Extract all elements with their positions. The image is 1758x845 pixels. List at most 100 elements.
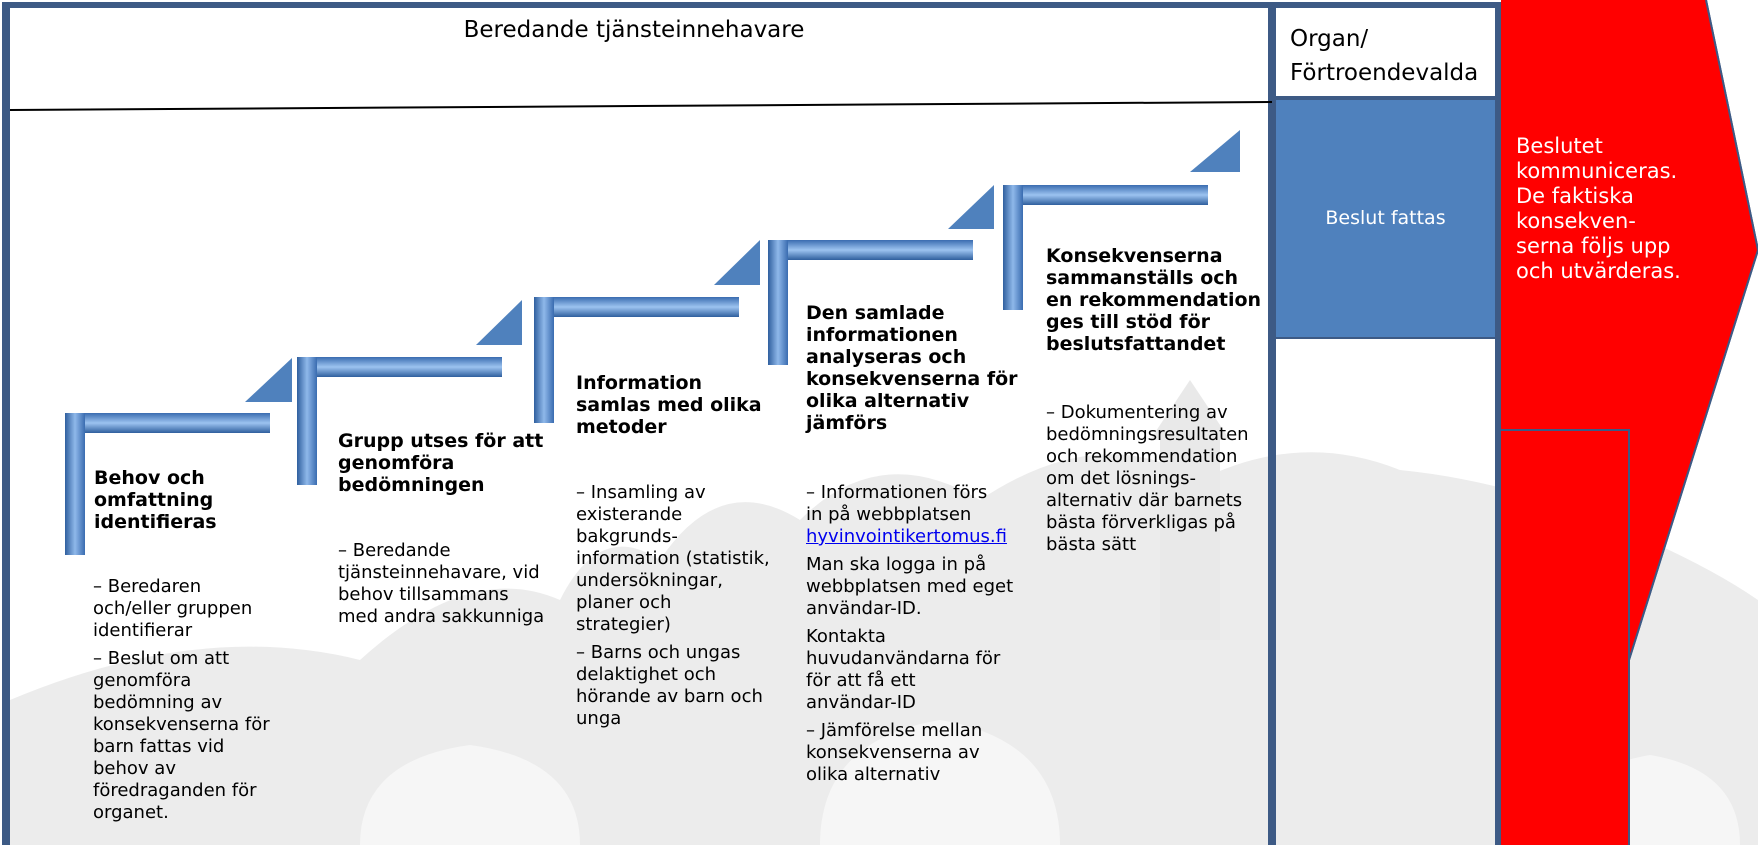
- step-title-line: genomföra: [338, 452, 455, 474]
- text-line: för att få ett: [806, 670, 916, 691]
- text-line: bedömning av: [93, 692, 223, 713]
- text-line: tjänsteinnehavare, vid: [338, 562, 540, 583]
- text-line: existerande: [576, 504, 683, 525]
- step-title-line: beslutsfattandet: [1046, 333, 1226, 355]
- header-title: Beredande tjänsteinnehavare: [463, 17, 805, 43]
- step-connector-1: [65, 358, 292, 555]
- step-connector-5: [1003, 130, 1240, 310]
- text-line: bakgrunds-: [576, 526, 678, 547]
- step-1-paragraph: – Beredaren och/eller gruppen identifier…: [93, 576, 283, 642]
- frame-top-border: [2, 2, 1632, 8]
- decision-box: Beslut fattas: [1276, 96, 1495, 339]
- text-line: bästa förverkligas på: [1046, 512, 1236, 533]
- frame-left-border: [2, 2, 10, 845]
- column-divider-right: [1495, 2, 1501, 845]
- text-line: webbplatsen med eget: [806, 576, 1014, 597]
- step-title-line: en rekommendation: [1046, 289, 1262, 311]
- text-line: föredraganden för: [93, 780, 257, 801]
- text-line: användar-ID: [806, 692, 916, 713]
- text-line: behov tillsammans: [338, 584, 509, 605]
- step-5-title: Konsekvenserna sammanställs och en rekom…: [1046, 245, 1261, 355]
- text-line: – Beredaren: [93, 576, 202, 597]
- text-line: bedömningsresultaten: [1046, 424, 1249, 445]
- arrow-text-line: konsekven-: [1516, 209, 1636, 233]
- text-line: och/eller gruppen: [93, 598, 253, 619]
- organ-title-line: Förtroendevalda: [1290, 60, 1479, 86]
- text-line: unga: [576, 708, 622, 729]
- website-link[interactable]: hyvinvointikertomus.fi: [806, 526, 1007, 547]
- text-line: information (statistik,: [576, 548, 770, 569]
- step-title-line: omfattning: [94, 489, 214, 511]
- text-line: – Informationen förs: [806, 482, 988, 503]
- arrow-text: Beslutet kommuniceras. De faktiska konse…: [1516, 134, 1681, 284]
- step-title-line: ges till stöd för: [1046, 311, 1210, 333]
- organ-column-title: Organ/ Förtroendevalda: [1290, 22, 1478, 90]
- text-line: strategier): [576, 614, 671, 635]
- step-title-line: Grupp utses för att: [338, 430, 544, 452]
- text-line: konsekvenserna för: [93, 714, 270, 735]
- text-line: Man ska logga in på: [806, 554, 987, 575]
- text-line: huvudanvändarna för: [806, 648, 1001, 669]
- arrow-text-line: kommuniceras.: [1516, 159, 1678, 183]
- arrow-text-line: Beslutet: [1516, 134, 1603, 158]
- step-title-line: metoder: [576, 416, 667, 438]
- step-5-paragraph: – Dokumentering av bedömningsresultaten …: [1046, 402, 1266, 556]
- step-4-paragraph: – Jämförelse mellan konsekvenserna av ol…: [806, 720, 1036, 786]
- text-line: – Beredande: [338, 540, 451, 561]
- text-line: användar-ID.: [806, 598, 922, 619]
- step-3-paragraph: – Insamling av existerande bakgrunds- in…: [576, 482, 796, 636]
- text-line: och rekommendation: [1046, 446, 1238, 467]
- staircase-steps: [65, 130, 1240, 555]
- text-line: delaktighet och: [576, 664, 717, 685]
- text-line: olika alternativ: [806, 764, 941, 785]
- arrow-text-line: och utvärderas.: [1516, 259, 1681, 283]
- text-line: barn fattas vid: [93, 736, 225, 757]
- step-title-line: jämförs: [806, 412, 888, 434]
- step-title-line: Behov och: [94, 467, 205, 489]
- text-line: behov av: [93, 758, 176, 779]
- arrow-shape: [1501, 0, 1758, 845]
- text-line: in på webbplatsen: [806, 504, 972, 525]
- arrow-text-line: De faktiska: [1516, 184, 1634, 208]
- step-3-title: Information samlas med olika metoder: [576, 372, 762, 438]
- text-line: hörande av barn och: [576, 686, 763, 707]
- text-line: om det lösnings-: [1046, 468, 1197, 489]
- step-3-paragraph: – Barns och ungas delaktighet och hörand…: [576, 642, 796, 730]
- step-4-paragraph: Kontakta huvudanvändarna för för att få …: [806, 626, 1036, 714]
- step-4-title: Den samlade informationen analyseras och…: [806, 302, 1018, 434]
- decision-label: Beslut fattas: [1325, 207, 1446, 229]
- step-title-line: analyseras och: [806, 346, 967, 368]
- step-title-line: Konsekvenserna: [1046, 245, 1223, 267]
- step-1-paragraph: – Beslut om att genomföra bedömning av k…: [93, 648, 283, 824]
- step-title-line: samlas med olika: [576, 394, 762, 416]
- step-connector-2: [297, 300, 522, 485]
- step-5-body: – Dokumentering av bedömningsresultaten …: [1046, 402, 1266, 562]
- text-line: konsekvenserna av: [806, 742, 980, 763]
- text-line: undersökningar,: [576, 570, 723, 591]
- step-title-line: informationen: [806, 324, 958, 346]
- text-line: – Dokumentering av: [1046, 402, 1228, 423]
- text-line: bästa sätt: [1046, 534, 1137, 555]
- step-title-line: sammanställs och: [1046, 267, 1239, 289]
- text-line: – Insamling av: [576, 482, 706, 503]
- text-line: med andra sakkunniga: [338, 606, 545, 627]
- step-title-line: konsekvenserna för: [806, 368, 1018, 390]
- step-title-line: bedömningen: [338, 474, 485, 496]
- text-line: – Jämförelse mellan: [806, 720, 983, 741]
- step-4-paragraph: Man ska logga in på webbplatsen med eget…: [806, 554, 1036, 620]
- text-line: – Barns och ungas: [576, 642, 741, 663]
- text-line: Kontakta: [806, 626, 886, 647]
- text-line: planer och: [576, 592, 672, 613]
- step-connector-4: [768, 185, 994, 365]
- step-connector-3: [534, 240, 760, 423]
- text-line: alternativ där barnets: [1046, 490, 1243, 511]
- step-title-line: olika alternativ: [806, 390, 970, 412]
- step-2-paragraph: – Beredande tjänsteinnehavare, vid behov…: [338, 540, 563, 628]
- step-title-line: Den samlade: [806, 302, 945, 324]
- text-line: genomföra: [93, 670, 192, 691]
- text-line: identifierar: [93, 620, 193, 641]
- step-3-body: – Insamling av existerande bakgrunds- in…: [576, 482, 796, 736]
- step-4-paragraph: – Informationen förs in på webbplatsen h…: [806, 482, 1036, 548]
- text-line: – Beslut om att: [93, 648, 230, 669]
